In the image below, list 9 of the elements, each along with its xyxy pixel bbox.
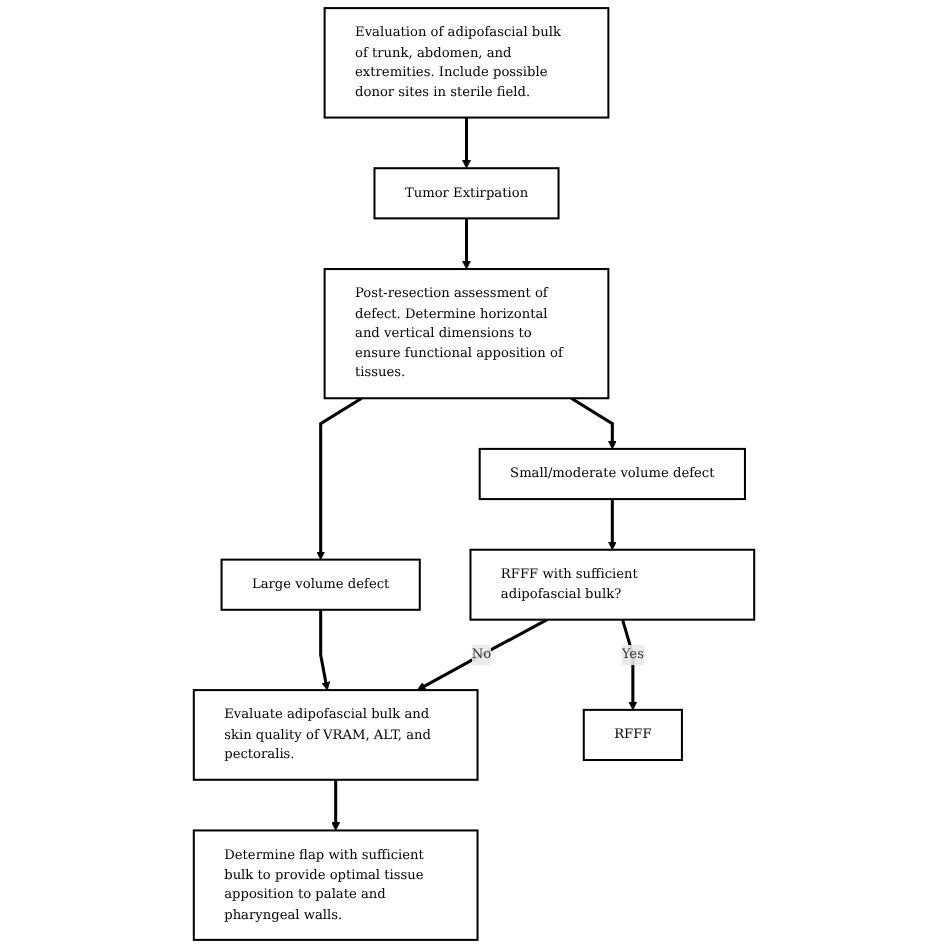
- arrow: [331, 779, 341, 831]
- arrow: [621, 619, 638, 711]
- arrow: [570, 396, 617, 450]
- arrow: [319, 609, 331, 691]
- arrow: [416, 618, 548, 691]
- arrow: [462, 117, 471, 169]
- arrow: [607, 499, 617, 551]
- arrow: [316, 396, 363, 561]
- arrow: [462, 218, 471, 270]
